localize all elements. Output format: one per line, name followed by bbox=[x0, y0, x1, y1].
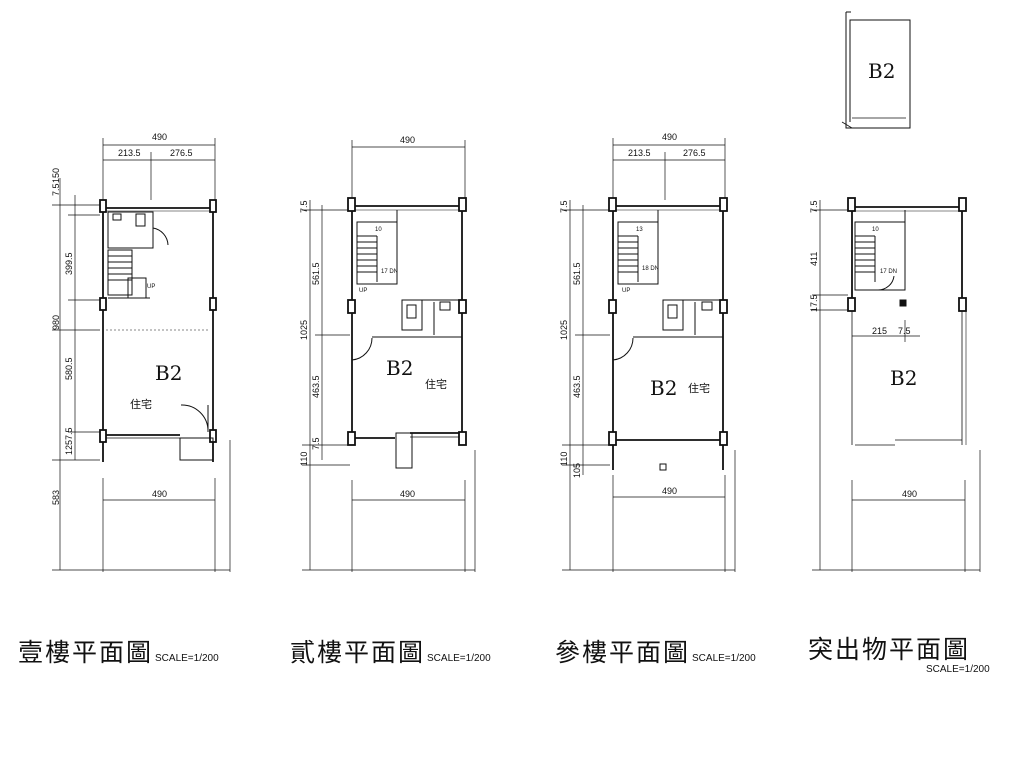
caption-third-floor-title: 參樓平面圖 bbox=[555, 638, 691, 667]
caption-second-floor-scale: SCALE=1/200 bbox=[427, 653, 491, 664]
f1-stair-up: UP bbox=[147, 284, 155, 290]
f3-dim-v5: 105 bbox=[572, 463, 582, 478]
f1-dim-v3: 399.5 bbox=[64, 252, 74, 275]
caption-rooftop-scale: SCALE=1/200 bbox=[926, 664, 990, 675]
roof-dim-v1: 7.5 bbox=[809, 200, 819, 213]
f3-stair-count-bottom: 18 DN bbox=[642, 266, 659, 272]
f2-room-label: 住宅 bbox=[425, 377, 447, 391]
f3-dim-v6: 110 bbox=[559, 452, 569, 466]
key-plan-unit-label: B2 bbox=[868, 59, 895, 83]
roof-left-dimensions: 7.5 411 17.5 215 7.5 490 bbox=[809, 200, 981, 572]
f3-walls bbox=[608, 197, 728, 470]
f3-dim-v3: 1025 bbox=[559, 320, 569, 340]
third-floor-plan: 490 213.5 276.5 7.5 561.5 1025 463.5 105… bbox=[559, 132, 736, 572]
roof-stair-count-bottom: 17 DN bbox=[880, 269, 897, 275]
roof-dim-v3: 17.5 bbox=[809, 294, 819, 312]
f2-dim-v6: 110 bbox=[299, 452, 309, 466]
f2-walls bbox=[347, 197, 467, 446]
roof-stair-count-top: 10 bbox=[872, 227, 879, 233]
roof-interior: 10 17 DN bbox=[854, 210, 907, 307]
f3-dim-v4: 463.5 bbox=[572, 375, 582, 398]
caption-rooftop-title: 突出物平面圖 bbox=[808, 635, 971, 664]
f3-dim-bottom: 490 bbox=[662, 486, 677, 496]
key-plan: B2 bbox=[841, 11, 911, 129]
caption-rooftop: 突出物平面圖 bbox=[808, 630, 970, 666]
f1-dim-v6: 7.5 bbox=[64, 427, 74, 440]
f2-stair-count-top: 10 bbox=[375, 227, 382, 233]
f3-room-label: 住宅 bbox=[688, 381, 710, 395]
f3-dim-left: 213.5 bbox=[628, 148, 651, 158]
f2-stair-up: UP bbox=[359, 288, 367, 294]
f1-walls bbox=[99, 199, 217, 462]
f3-dim-v2: 561.5 bbox=[572, 262, 582, 285]
roof-dim-mid-left: 215 bbox=[872, 326, 887, 336]
f1-dim-v7: 125 bbox=[64, 440, 74, 455]
caption-second-floor-title: 貳樓平面圖 bbox=[290, 638, 426, 667]
f3-top-dimensions: 490 213.5 276.5 bbox=[612, 132, 726, 200]
f1-left-dimensions: 7.5 150 399.5 980 580.5 7.5 125 583 490 bbox=[51, 168, 231, 572]
f2-dim-v5: 7.5 bbox=[311, 437, 321, 450]
f2-stair-count-bottom: 17 DN bbox=[381, 269, 398, 275]
f1-dim-v2: 150 bbox=[51, 168, 61, 183]
first-floor-plan: 490 213.5 276.5 7.5 150 399.5 980 580.5 … bbox=[51, 132, 231, 572]
f2-dim-v2: 561.5 bbox=[311, 262, 321, 285]
second-floor-plan: 490 7.5 561.5 1025 463.5 7.5 110 490 bbox=[299, 135, 476, 572]
caption-third-floor-scale: SCALE=1/200 bbox=[692, 653, 756, 664]
f3-stair-up: UP bbox=[622, 288, 630, 294]
f2-dim-v4: 463.5 bbox=[311, 375, 321, 398]
f2-dim-v3: 1025 bbox=[299, 320, 309, 340]
f3-dim-right: 276.5 bbox=[683, 148, 706, 158]
f1-dim-bottom: 490 bbox=[152, 489, 167, 499]
f2-dim-bottom: 490 bbox=[400, 489, 415, 499]
f2-interior: 10 17 DN UP bbox=[351, 210, 462, 469]
f1-room-label: 住宅 bbox=[130, 397, 152, 411]
f1-dim-total: 490 bbox=[152, 132, 167, 142]
roof-dim-bottom: 490 bbox=[902, 489, 917, 499]
roof-dim-mid-right: 7.5 bbox=[898, 326, 911, 336]
f3-dim-total: 490 bbox=[662, 132, 677, 142]
roof-walls bbox=[847, 197, 967, 446]
f2-left-dimensions: 7.5 561.5 1025 463.5 7.5 110 490 bbox=[299, 200, 476, 572]
f3-left-dimensions: 7.5 561.5 1025 463.5 105 110 490 bbox=[559, 200, 736, 572]
f3-dim-v1: 7.5 bbox=[559, 200, 569, 213]
caption-first-floor-title: 壹樓平面圖 bbox=[18, 638, 154, 667]
f1-dim-left: 213.5 bbox=[118, 148, 141, 158]
f3-unit-label: B2 bbox=[650, 376, 677, 400]
f3-stair-count-top: 13 bbox=[636, 227, 643, 233]
rooftop-plan: 7.5 411 17.5 215 7.5 490 bbox=[809, 197, 981, 572]
f2-unit-label: B2 bbox=[386, 356, 413, 380]
roof-unit-label: B2 bbox=[890, 366, 917, 390]
f1-dim-v8: 583 bbox=[51, 490, 61, 505]
f1-dim-v1: 7.5 bbox=[51, 183, 61, 196]
f1-dim-v5: 580.5 bbox=[64, 357, 74, 380]
f1-unit-label: B2 bbox=[155, 361, 182, 385]
caption-first-floor-scale: SCALE=1/200 bbox=[155, 653, 219, 664]
f1-interior: UP bbox=[106, 211, 214, 461]
f2-dim-v1: 7.5 bbox=[299, 200, 309, 213]
roof-dim-v2: 411 bbox=[809, 252, 819, 266]
f2-top-dimensions: 490 bbox=[351, 135, 466, 200]
f2-dim-total: 490 bbox=[400, 135, 415, 145]
f1-dim-right: 276.5 bbox=[170, 148, 193, 158]
f3-interior: 13 18 DN UP bbox=[612, 210, 723, 471]
f1-dim-v4: 980 bbox=[51, 315, 61, 330]
f1-top-dimensions: 490 213.5 276.5 bbox=[102, 132, 216, 200]
